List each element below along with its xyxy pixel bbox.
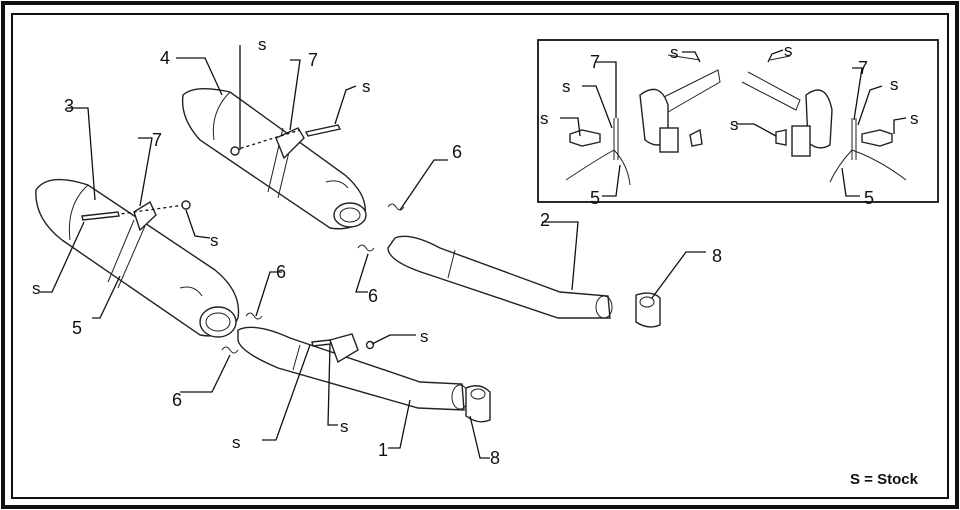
nut-pipe — [365, 340, 375, 350]
leader-lines — [40, 45, 907, 459]
inset-label-s-e: s — [784, 41, 793, 60]
label-s-c: s — [210, 231, 219, 250]
dash-line-upper — [234, 129, 301, 151]
label-2: 2 — [540, 210, 550, 230]
callout-labels: 4 3 7 7 s s s s 5 6 6 6 6 2 8 s s s 1 8 … — [32, 35, 919, 468]
label-s-a: s — [258, 35, 267, 54]
label-s-e: s — [232, 433, 241, 452]
clamp-8-upper — [635, 292, 661, 328]
muffler-4 — [181, 87, 367, 230]
label-8-upper: 8 — [712, 246, 722, 266]
inset-label-7-left: 7 — [590, 52, 600, 72]
pipe-bracket — [329, 333, 359, 364]
label-8-lower: 8 — [490, 448, 500, 468]
link-pipe-2 — [387, 235, 613, 319]
spring-6-b — [357, 244, 375, 252]
spring-6-a — [387, 203, 405, 211]
legend-stock: S = Stock — [850, 471, 919, 488]
inset-left-assembly — [565, 54, 721, 186]
bolt-upper — [304, 124, 342, 137]
inset-label-s-b: s — [540, 109, 549, 128]
inset-label-5-right: 5 — [864, 188, 874, 208]
spring-6-d — [221, 346, 239, 354]
inset-label-7-right: 7 — [858, 58, 868, 78]
label-s-g: s — [420, 327, 429, 346]
inset-label-5-left: 5 — [590, 188, 600, 208]
spring-6-c — [245, 312, 263, 320]
bolt-pipe — [311, 339, 332, 347]
label-1: 1 — [378, 440, 388, 460]
inset-label-s-g: s — [910, 109, 919, 128]
label-7-lower: 7 — [152, 130, 162, 150]
label-4: 4 — [160, 48, 170, 68]
bolt-lower — [81, 211, 120, 221]
label-6-b: 6 — [368, 286, 378, 306]
inset-label-s-c: s — [670, 43, 679, 62]
label-s-f: s — [340, 417, 349, 436]
label-6-c: 6 — [276, 262, 286, 282]
label-3: 3 — [64, 96, 74, 116]
nut-upper — [230, 146, 240, 156]
inset-label-s-a: s — [562, 77, 571, 96]
inset-label-s-d: s — [730, 115, 739, 134]
bracket-7-lower — [133, 200, 157, 232]
label-6-d: 6 — [172, 390, 182, 410]
label-s-d: s — [32, 279, 41, 298]
inset-detail-box — [537, 39, 939, 203]
nut-lower — [181, 200, 191, 210]
inset-label-s-f: s — [890, 75, 899, 94]
label-7-upper: 7 — [308, 50, 318, 70]
label-6-a: 6 — [452, 142, 462, 162]
inset-right-assembly — [741, 55, 907, 183]
inner-frame — [11, 13, 949, 499]
label-s-b: s — [362, 77, 371, 96]
label-5: 5 — [72, 318, 82, 338]
